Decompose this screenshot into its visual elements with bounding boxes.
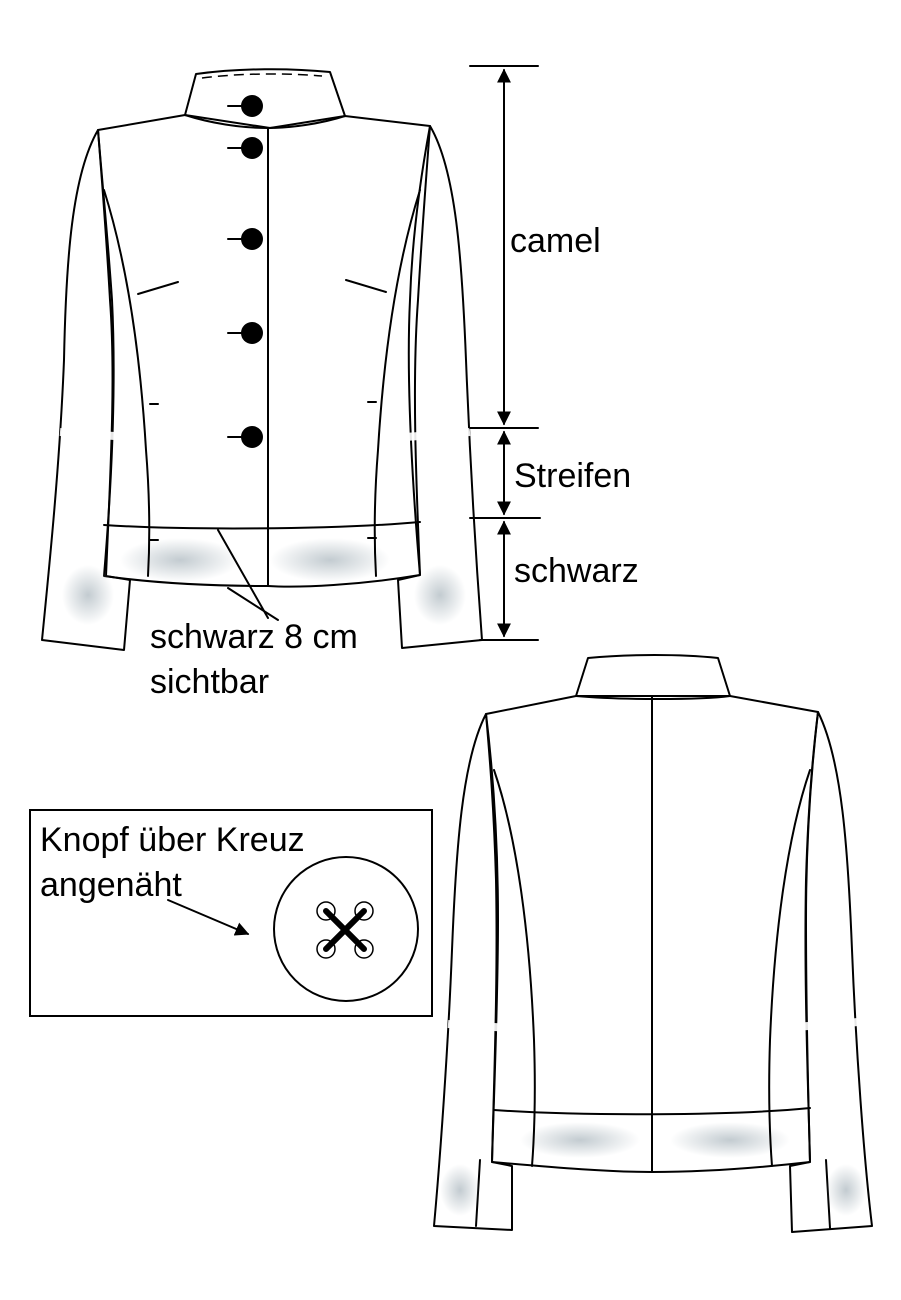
label-black: schwarz — [514, 552, 639, 590]
front-left-sleeve — [41, 129, 131, 651]
button-1 — [227, 95, 263, 117]
cross-stitched-button-icon — [273, 856, 419, 1002]
label-visible-line2: sichtbar — [150, 663, 269, 701]
detail-title-line1: Knopf über Kreuz — [40, 821, 305, 859]
detail-title-line2: angenäht — [40, 866, 182, 904]
button-detail-box: Knopf über Kreuz angenäht — [29, 809, 433, 1017]
jacket-front-view — [41, 68, 483, 651]
back-body — [485, 695, 819, 1173]
button-5 — [227, 426, 263, 448]
front-collar — [184, 68, 346, 129]
front-right-sleeve — [397, 125, 483, 649]
label-camel: camel — [510, 222, 601, 260]
button-4 — [227, 322, 263, 344]
label-visible-line1: schwarz 8 cm — [150, 618, 358, 656]
label-stripe: Streifen — [514, 457, 631, 495]
button-3 — [227, 228, 263, 250]
jacket-back-icon — [433, 654, 873, 1233]
front-buttons — [227, 95, 263, 448]
button-2 — [227, 137, 263, 159]
front-body — [97, 114, 431, 588]
dimension-lines — [469, 65, 541, 641]
